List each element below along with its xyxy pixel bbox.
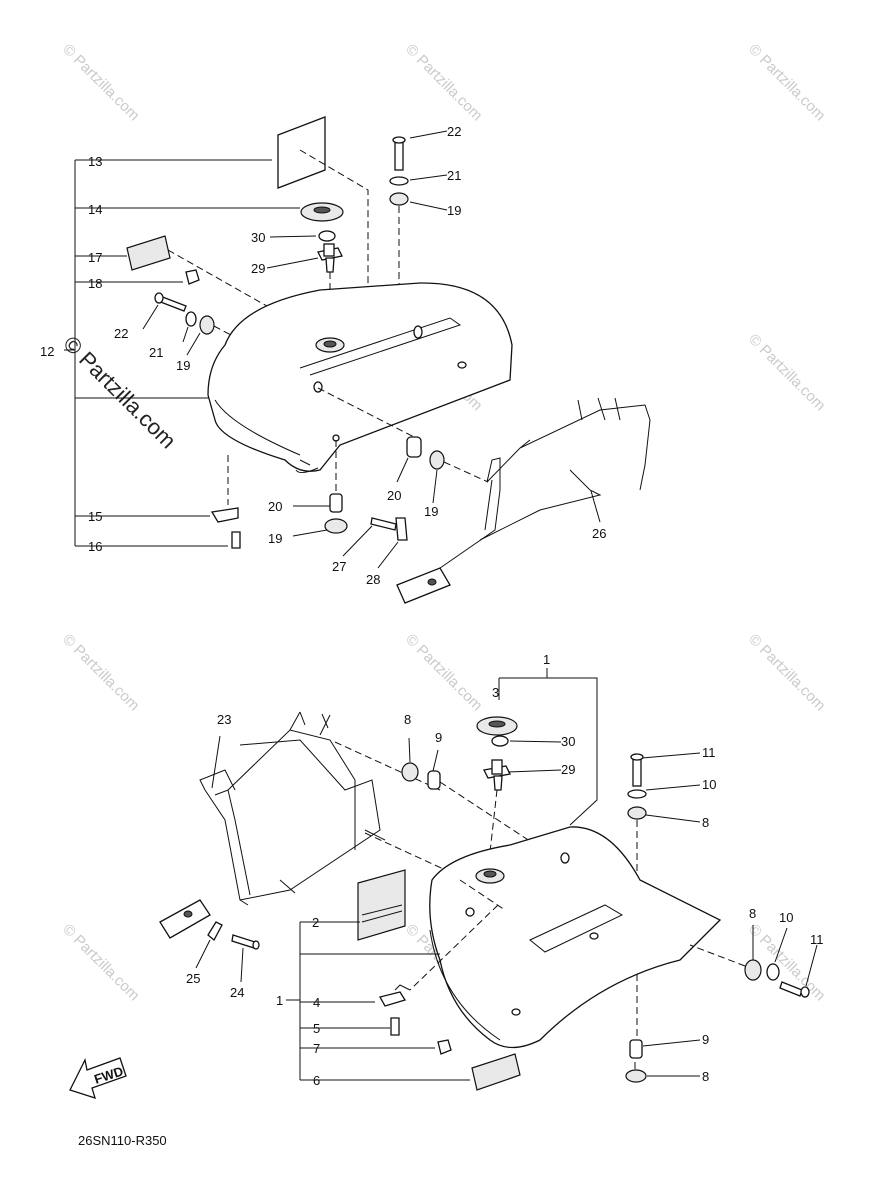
callout-24: 24: [230, 985, 244, 1000]
callout-20-mid: 20: [387, 488, 401, 503]
callout-18: 18: [88, 276, 102, 291]
callout-11-top: 11: [702, 745, 716, 760]
callout-23: 23: [217, 712, 231, 727]
watermark: © Partzilla.com: [402, 41, 485, 124]
callout-19-mid: 19: [424, 504, 438, 519]
callout-2: 2: [312, 915, 319, 930]
callout-17: 17: [88, 250, 102, 265]
callout-27: 27: [332, 559, 346, 574]
callout-25: 25: [186, 971, 200, 986]
bag-stay-frame: [159, 711, 451, 939]
watermark: © Partzilla.com: [59, 921, 142, 1004]
callout-6: 6: [313, 1073, 320, 1088]
callout-9-bottom: 9: [702, 1032, 709, 1047]
callout-26: 26: [592, 526, 606, 541]
label-sticker: [357, 869, 406, 941]
callout-21-left: 21: [149, 345, 163, 360]
watermark: © Partzilla.com: [745, 41, 828, 124]
callout-8-top: 8: [702, 815, 709, 830]
label-sticker: [277, 116, 326, 189]
callout-19-left: 19: [176, 358, 190, 373]
bag-stay-frame: [396, 397, 651, 604]
callout-21-right: 21: [447, 168, 461, 183]
watermark: © Partzilla.com: [745, 631, 828, 714]
reflector: [126, 235, 171, 271]
callout-19-right: 19: [447, 203, 461, 218]
callout-11-right: 11: [810, 932, 824, 947]
callout-3: 3: [492, 685, 499, 700]
callout-22-right: 22: [447, 124, 461, 139]
callout-28: 28: [366, 572, 380, 587]
watermark: © Partzilla.com: [59, 631, 142, 714]
watermarks: © Partzilla.com © Partzilla.com © Partzi…: [58, 41, 828, 1004]
diagram-reference-code: 26SN110-R350: [78, 1133, 167, 1148]
callout-14: 14: [88, 202, 102, 217]
callout-4: 4: [313, 995, 320, 1010]
callout-1-top: 1: [543, 652, 550, 667]
watermark: © Partzilla.com: [402, 631, 485, 714]
watermark: © Partzilla.com: [745, 331, 828, 414]
callout-8-bottom: 8: [702, 1069, 709, 1084]
callout-19-low: 19: [268, 531, 282, 546]
callout-30: 30: [251, 230, 265, 245]
top-callouts: 13 14 30 17 18 29 22 21 19 22 21 19 12 2…: [40, 124, 606, 587]
callout-20-low: 20: [268, 499, 282, 514]
callout-16: 16: [88, 539, 102, 554]
callout-12: 12: [40, 344, 54, 359]
callout-22-left: 22: [114, 326, 128, 341]
bottom-assembly: FWD: [69, 668, 818, 1099]
callout-15: 15: [88, 509, 102, 524]
callout-8-right: 8: [749, 906, 756, 921]
fwd-arrow-icon: FWD: [69, 1057, 127, 1099]
callout-30: 30: [561, 734, 575, 749]
callout-10-top: 10: [702, 777, 716, 792]
callout-9-left: 9: [435, 730, 442, 745]
callout-29: 29: [561, 762, 575, 777]
callout-1-bottom: 1: [276, 993, 283, 1008]
callout-8-left: 8: [404, 712, 411, 727]
saddlebag-case: [207, 282, 513, 472]
callout-10-right: 10: [779, 910, 793, 925]
callout-5: 5: [313, 1021, 320, 1036]
top-assembly: [64, 116, 651, 604]
callout-29: 29: [251, 261, 265, 276]
reflector: [471, 1053, 521, 1091]
bottom-callouts: 1 3 23 8 9 30 29 11 10 8 2 8 10 11 25 24…: [186, 652, 824, 1088]
watermark: © Partzilla.com: [59, 41, 142, 124]
callout-13: 13: [88, 154, 102, 169]
callout-7: 7: [313, 1041, 320, 1056]
